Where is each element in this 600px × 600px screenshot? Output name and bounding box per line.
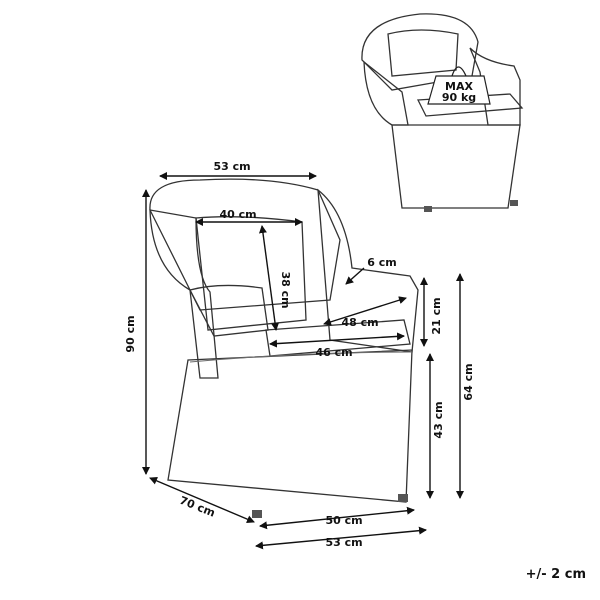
dim-arm-height: 21 cm [430,297,443,334]
dimension-lines [142,172,464,550]
dim-armrest-height: 64 cm [462,363,475,400]
dim-total-height: 90 cm [124,315,137,352]
dim-seat-width: 46 cm [315,346,352,359]
dim-arm-width: 6 cm [367,256,396,269]
dim-base-inner-width: 50 cm [325,514,362,527]
dim-seat-height: 43 cm [432,401,445,438]
dim-back-inner-width: 40 cm [219,208,256,221]
weight-icon [427,66,491,105]
dim-top-width: 53 cm [213,160,250,173]
dim-back-height: 38 cm [279,271,292,308]
dim-base-outer-width: 53 cm [325,536,362,549]
tolerance-note: +/- 2 cm [525,567,586,582]
weight-max-label: MAX [445,80,473,93]
thumbnail-chair: MAX 90 kg [361,13,524,212]
dim-arm-depth: 48 cm [341,316,378,329]
weight-value-label: 90 kg [442,91,476,104]
main-chair [149,178,419,518]
